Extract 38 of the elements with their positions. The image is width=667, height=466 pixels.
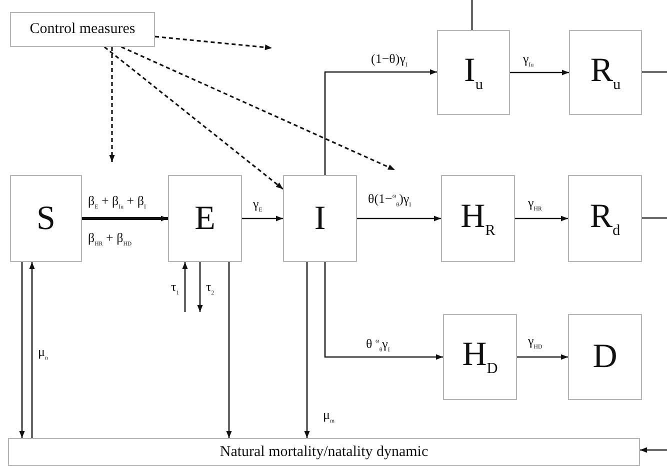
- compartment-box: D: [568, 314, 642, 400]
- compartment-box: R$_{d}$: [568, 175, 642, 262]
- arrow: [242, 216, 283, 222]
- line: [642, 71, 667, 73]
- arrow: [226, 262, 232, 438]
- arrow: [324, 69, 437, 175]
- arrow: [29, 262, 35, 438]
- mortality-box: Natural mortality/natality dynamic: [8, 438, 640, 466]
- compartment-box: E: [168, 175, 242, 262]
- compartment-box: I: [283, 175, 357, 262]
- arrow: [304, 262, 310, 438]
- edge-label: θ(1−$^{ω}$$_{θ}$)γ$_{I}$: [367, 192, 412, 210]
- compartment-box: H$_{R}$: [441, 175, 515, 262]
- arrow: [515, 216, 568, 222]
- arrow: [517, 354, 568, 360]
- arrow: [197, 262, 203, 312]
- arrow: [510, 70, 569, 76]
- compartment-box: S: [10, 175, 82, 262]
- compartment-box: H$_{D}$: [443, 314, 517, 400]
- arrow: [121, 46, 396, 171]
- arrow: [82, 216, 168, 222]
- line: [471, 0, 473, 30]
- compartment-box: I$_{u}$: [437, 30, 510, 115]
- arrow: [19, 262, 25, 438]
- arrow: [104, 46, 284, 190]
- edge-label: θ $^{ω}$$_{θ}$γ$_{I}$: [365, 337, 391, 354]
- edge-label: β$_{E}$ + β$_{Iu}$ + β$_{I}$: [87, 194, 147, 212]
- arrow: [182, 262, 188, 312]
- line: [642, 217, 667, 219]
- rate-label: β$_{HR}$ + β$_{HD}$: [87, 231, 133, 248]
- arrow: [357, 216, 441, 222]
- edge-label: (1−θ)γ$_{I}$: [370, 52, 408, 70]
- arrow: [154, 36, 272, 50]
- control-box: Control measures: [10, 12, 155, 47]
- compartment-box: R$_{u}$: [569, 30, 642, 115]
- arrow: [324, 262, 443, 360]
- arrow: [640, 447, 667, 453]
- arrow: [109, 47, 115, 162]
